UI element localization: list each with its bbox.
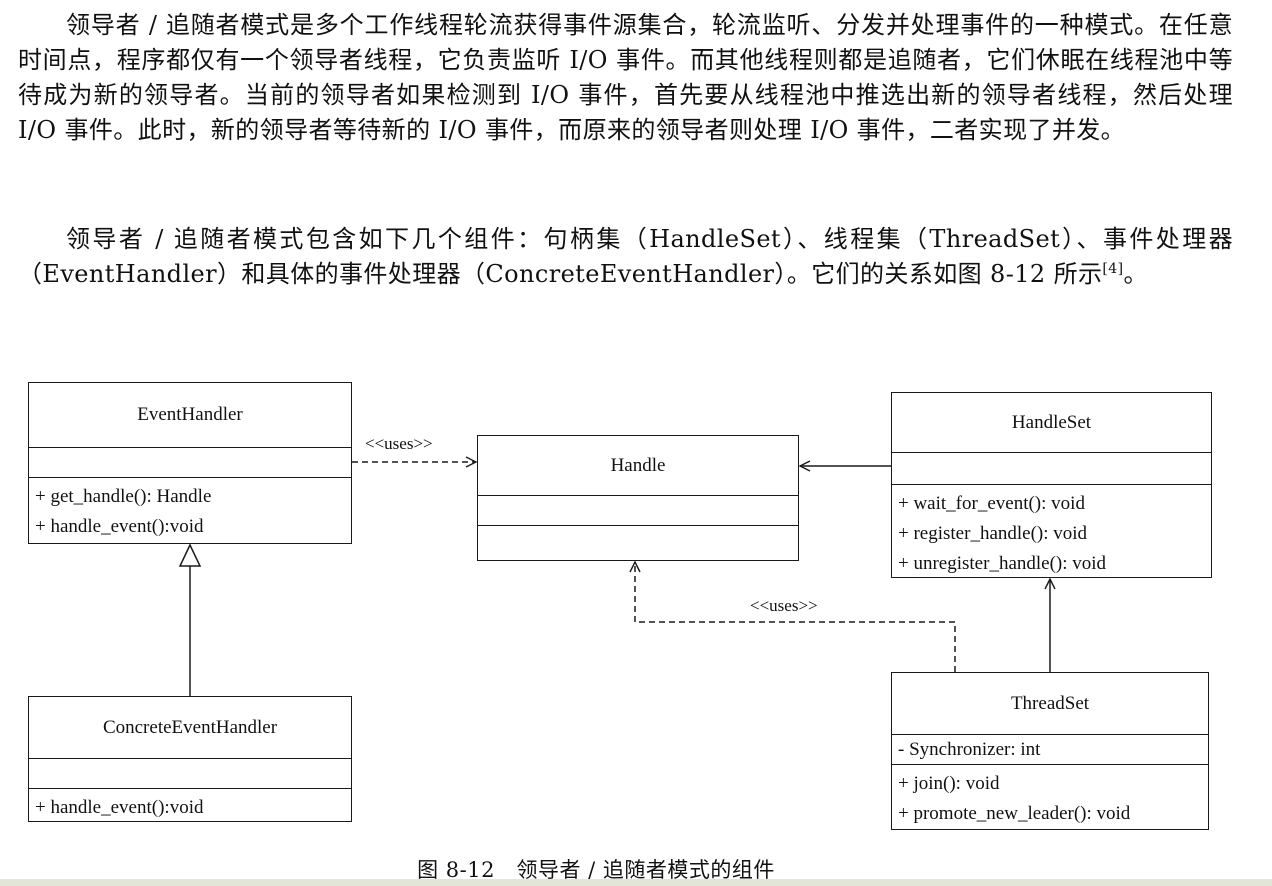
class-handle-set: HandleSet + wait_for_event(): void + reg… <box>891 392 1212 578</box>
method: + get_handle(): Handle <box>35 486 212 507</box>
class-name: ThreadSet <box>892 673 1208 735</box>
attribute: - Synchronizer: int <box>898 739 1041 760</box>
citation-ref: [4] <box>1102 261 1124 277</box>
method: + register_handle(): void <box>898 523 1088 544</box>
method: + handle_event():void <box>35 516 204 537</box>
class-name: HandleSet <box>892 393 1211 453</box>
uses-dependency-line-2 <box>635 562 956 672</box>
class-methods: + join(): void + promote_new_leader(): v… <box>892 765 1208 829</box>
class-handle: Handle <box>477 435 799 561</box>
method: + promote_new_leader(): void <box>898 803 1131 824</box>
method: + unregister_handle(): void <box>898 553 1107 574</box>
method: + wait_for_event(): void <box>898 493 1085 514</box>
class-name: Handle <box>478 436 798 496</box>
method: + join(): void <box>898 773 1000 794</box>
uses-stereotype-label-2: <<uses>> <box>750 596 818 615</box>
class-attributes <box>29 448 351 478</box>
class-concrete-event-handler: ConcreteEventHandler + handle_event():vo… <box>28 696 352 822</box>
class-attributes <box>478 496 798 526</box>
class-attributes: - Synchronizer: int <box>892 735 1208 765</box>
generalization-arrowhead <box>178 543 202 567</box>
uses-stereotype-label-1: <<uses>> <box>365 434 433 453</box>
paragraph-2-text: 领导者 / 追随者模式包含如下几个组件：句柄集（HandleSet）、线程集（T… <box>18 225 1233 288</box>
class-methods: + handle_event():void <box>29 789 351 823</box>
class-name: EventHandler <box>29 383 351 448</box>
class-attributes <box>29 759 351 789</box>
class-name: ConcreteEventHandler <box>29 697 351 759</box>
paragraph-2-end: 。 <box>1123 260 1148 288</box>
class-event-handler: EventHandler + get_handle(): Handle + ha… <box>28 382 352 544</box>
class-methods: + get_handle(): Handle + handle_event():… <box>29 478 351 542</box>
class-thread-set: ThreadSet - Synchronizer: int + join(): … <box>891 672 1209 830</box>
method: + handle_event():void <box>35 797 204 818</box>
class-methods <box>478 526 798 530</box>
paragraph-2: 领导者 / 追随者模式包含如下几个组件：句柄集（HandleSet）、线程集（T… <box>18 222 1233 292</box>
paragraph-1: 领导者 / 追随者模式是多个工作线程轮流获得事件源集合，轮流监听、分发并处理事件… <box>18 11 1233 144</box>
class-attributes <box>892 453 1211 485</box>
page-bottom-strip <box>0 879 1272 886</box>
figure-caption: 图 8-12 领导者 / 追随者模式的组件 <box>417 858 775 882</box>
class-methods: + wait_for_event(): void + register_hand… <box>892 485 1211 579</box>
